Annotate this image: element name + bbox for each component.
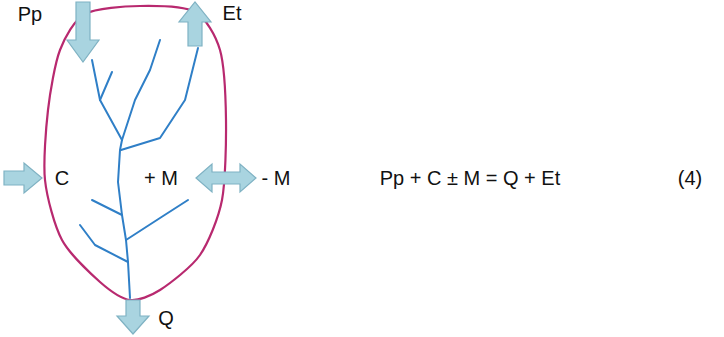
river-branch xyxy=(92,200,122,215)
river-branch xyxy=(126,200,188,240)
watershed-outline xyxy=(44,6,226,300)
evapotranspiration-arrow xyxy=(179,2,211,46)
flux-label: - M xyxy=(262,167,291,189)
flux-label: Et xyxy=(223,2,242,24)
equation-number: (4) xyxy=(678,167,702,189)
river-network xyxy=(80,40,198,298)
inflow-arrow xyxy=(4,163,42,193)
river-branch xyxy=(121,48,198,150)
outflow-arrow xyxy=(117,300,149,334)
flux-label: Pp xyxy=(18,3,42,25)
river-branch xyxy=(80,225,128,262)
flux-label: C xyxy=(55,167,69,189)
flux-label: Q xyxy=(158,307,174,329)
exchange-arrow xyxy=(196,164,256,192)
precipitation-arrow xyxy=(67,2,99,62)
flux-label: + M xyxy=(144,167,178,189)
river-branch xyxy=(100,72,112,100)
flux-arrows xyxy=(4,2,256,334)
water-balance-equation: Pp + C ± M = Q + Et xyxy=(380,167,561,189)
river-branch xyxy=(92,60,122,140)
